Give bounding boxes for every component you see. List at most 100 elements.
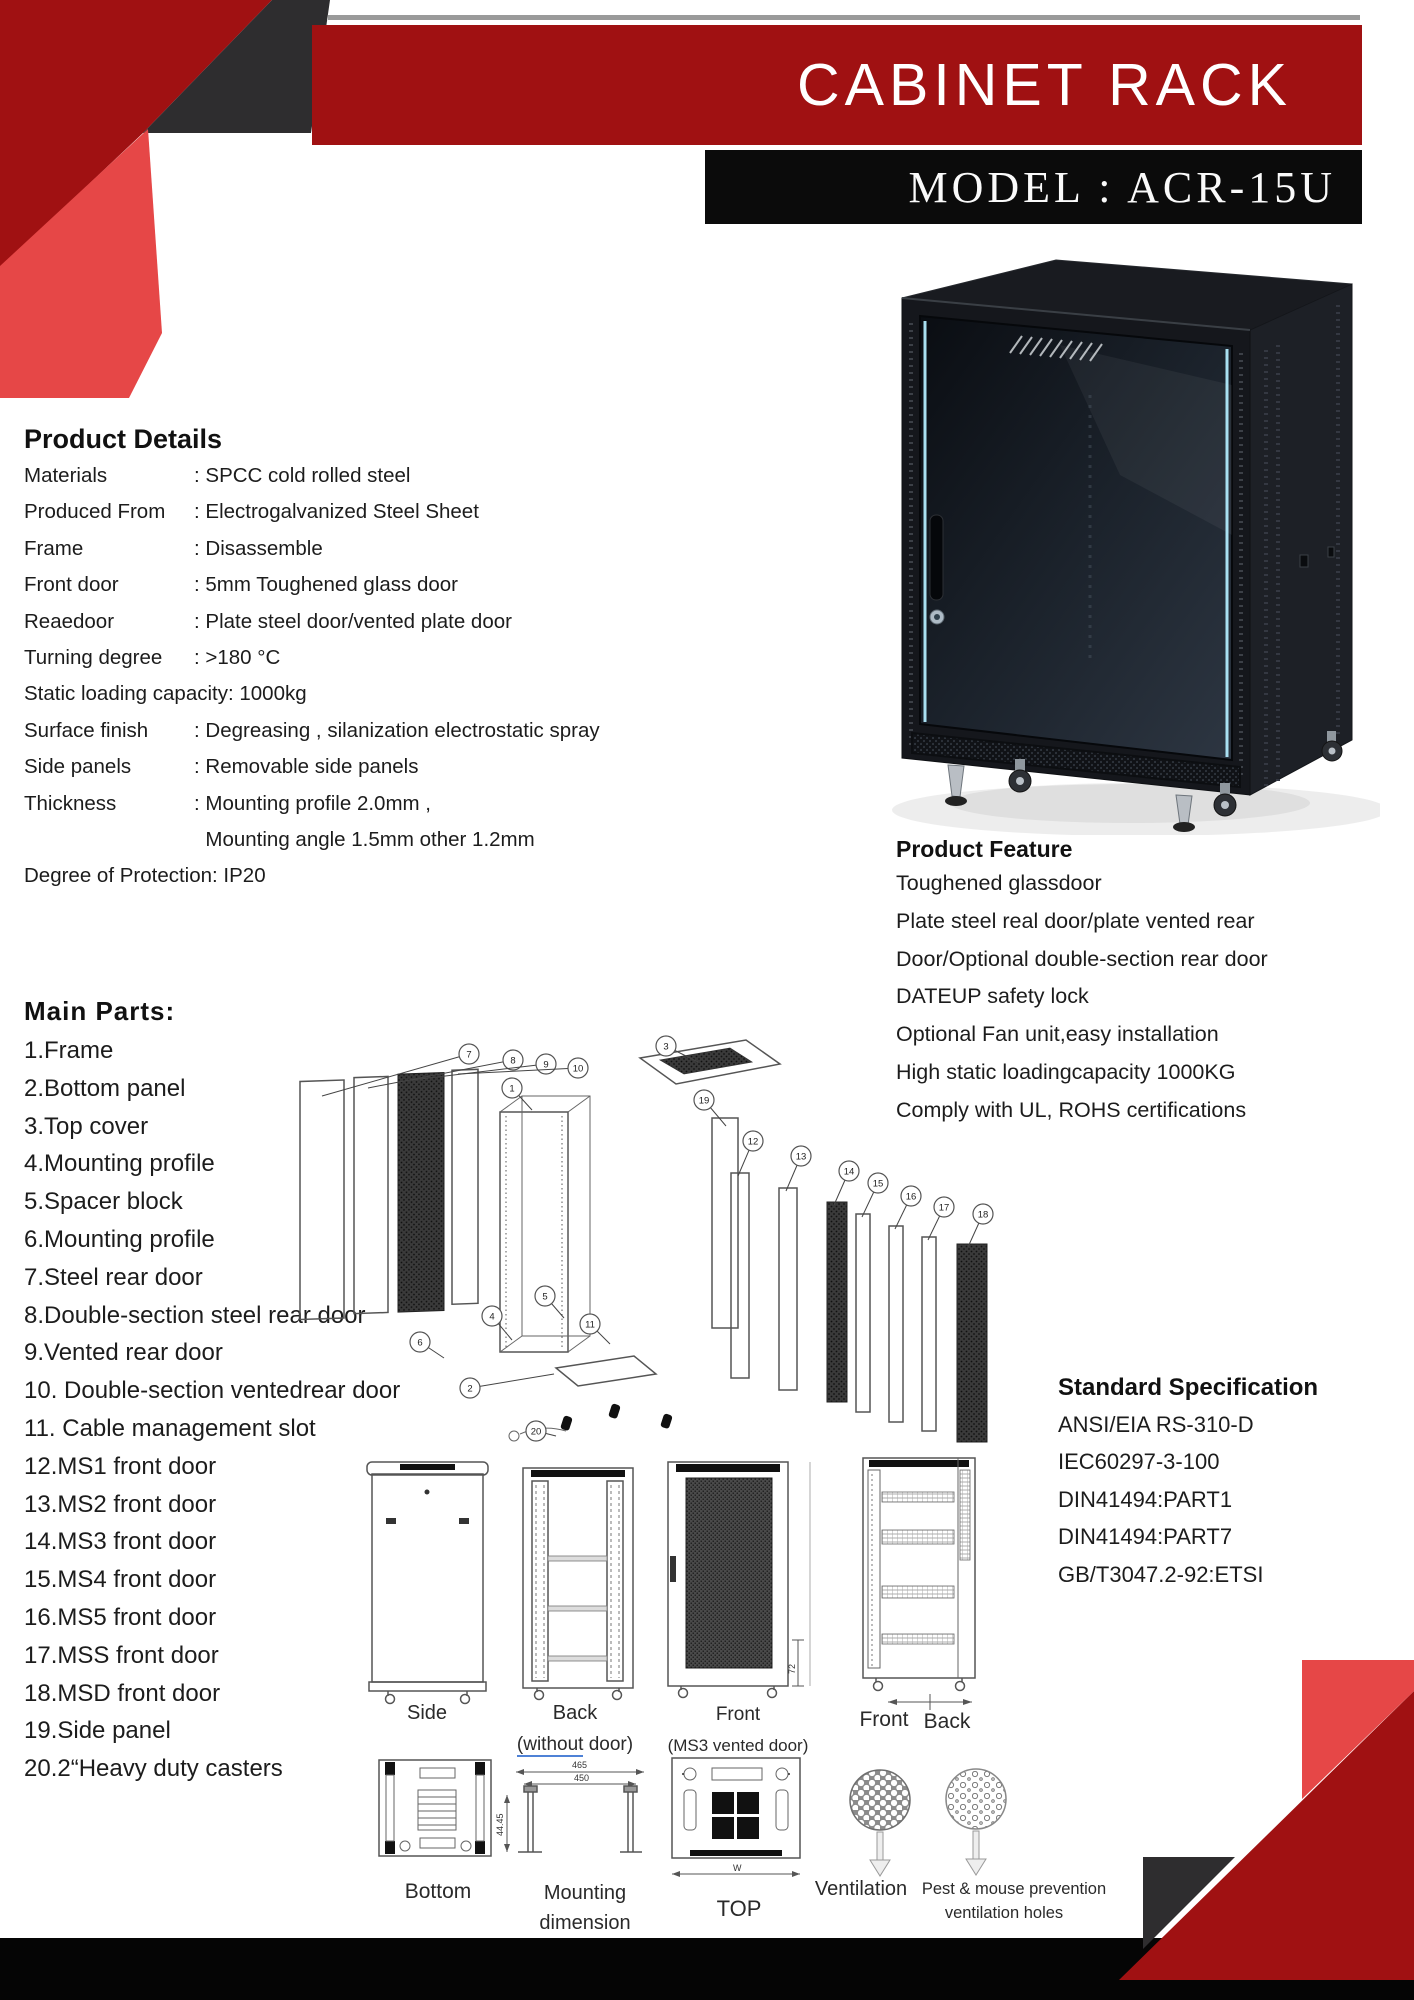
callout-circle <box>458 1043 480 1065</box>
spec-value: : Mounting profile 2.0mm , <box>194 791 431 815</box>
callout-circle <box>693 1089 715 1111</box>
spec-label <box>24 828 194 864</box>
spec-row: Front door : 5mm Toughened glass door <box>24 573 684 609</box>
back-sub-rest: door) <box>583 1734 634 1755</box>
callout-circle <box>409 1331 431 1353</box>
front-back-front-label: Front <box>859 1708 909 1731</box>
standard-line: ANSI/EIA RS-310-D <box>1058 1412 1254 1437</box>
spec-value: : Removable side panels <box>194 755 419 779</box>
spec-row: Turning degree : >180 °C <box>24 646 684 682</box>
spec-value: : Disassemble <box>194 536 323 560</box>
callout-leader-line <box>321 1053 470 1097</box>
part-list-item: 18.MSD front door <box>24 1679 221 1707</box>
callout-circle <box>579 1313 601 1335</box>
spec-row: Static loading capacity : 1000kg <box>24 682 684 718</box>
callout-number: 19 <box>699 1096 710 1107</box>
product-feature-lines: Toughened glassdoor Plate steel real doo… <box>896 871 1376 1136</box>
part-list-item: 11. Cable management slot <box>24 1414 316 1442</box>
ventilation-drawing <box>849 1769 911 1877</box>
callout-number: 4 <box>489 1312 494 1323</box>
callout-circle <box>900 1185 922 1207</box>
ventilation-label: Ventilation <box>814 1878 908 1900</box>
glass-reflection-hatch <box>1009 335 1103 362</box>
product-feature-section: Product Feature Toughened glassdoor Plat… <box>896 836 1376 1136</box>
standard-spec-heading: Standard Specification <box>1058 1374 1319 1401</box>
part-list-item: 7.Steel rear door <box>24 1263 203 1291</box>
part-list-item: 4.Mounting profile <box>24 1150 215 1178</box>
callout-number: 2 <box>467 1384 472 1395</box>
bottom-view-label: Bottom <box>404 1880 472 1903</box>
back-view-sublabel: (without door) <box>500 1734 650 1757</box>
callout-number: 9 <box>543 1060 548 1071</box>
callout-circle <box>655 1035 677 1057</box>
part-list-item: 1.Frame <box>24 1037 114 1064</box>
callout-circle <box>525 1420 547 1442</box>
mounting-label-line1: Mounting <box>543 1882 627 1904</box>
part-list-item: 15.MS4 front door <box>24 1566 217 1594</box>
charcoal-triangle <box>143 0 330 133</box>
part-list-item: 12.MS1 front door <box>24 1452 217 1480</box>
spec-value: : IP20 <box>212 864 266 888</box>
part-list-item: 13.MS2 front door <box>24 1490 217 1518</box>
depth-arrow <box>888 1694 972 1710</box>
standard-specification-section: Standard Specification ANSI/EIA RS-310-D… <box>1058 1374 1398 1599</box>
exploded-panels <box>299 1039 988 1443</box>
feature-line: Door/Optional double-section rear door <box>896 946 1268 971</box>
callout-circle <box>459 1377 481 1399</box>
mounting-dim-inner: 450 <box>574 1773 589 1783</box>
callout-number: 16 <box>906 1192 917 1203</box>
main-parts-heading: Main Parts: <box>24 996 176 1026</box>
callout-leader-line <box>367 1059 514 1089</box>
spec-label: Side panels <box>24 755 132 779</box>
standard-line: DIN41494:PART7 <box>1058 1524 1233 1550</box>
callout-leader-line <box>469 1373 555 1389</box>
cabinet-product-photo <box>892 259 1380 835</box>
title-banner: CABINET RACK <box>312 25 1362 145</box>
callout-number: 7 <box>466 1050 471 1061</box>
dark-red-triangle <box>0 0 272 268</box>
mounting-dim-side: 44.45 <box>495 1813 505 1836</box>
spec-value: : 5mm Toughened glass door <box>194 573 459 597</box>
spec-row: Surface finish : Degreasing , silanizati… <box>24 719 684 755</box>
back-sub-underlined: (without <box>516 1734 584 1757</box>
spec-row: Degree of Protection : IP20 <box>24 864 684 900</box>
bright-red-triangle <box>0 129 162 398</box>
spec-row: Reaedoor : Plate steel door/vented plate… <box>24 610 684 646</box>
front-height-dim: 72 <box>787 1664 797 1674</box>
part-list-item: 16.MS5 front door <box>24 1603 217 1631</box>
spec-label: Static loading capacity <box>24 682 228 706</box>
main-parts-list: 1.Frame 2.Bottom panel 3.Top cover 4.Mou… <box>24 1037 504 1793</box>
model-banner: MODEL : ACR-15U <box>705 150 1362 224</box>
spec-value: Mounting angle 1.5mm other 1.2mm <box>194 827 535 851</box>
standard-line: DIN41494:PART1 <box>1058 1486 1233 1512</box>
front-ms3-view-drawing: 72 <box>667 1461 811 1699</box>
feature-line: Comply with UL, ROHS certifications <box>896 1097 1247 1122</box>
spec-row: Mounting angle 1.5mm other 1.2mm <box>24 828 684 864</box>
side-view-label: Side <box>406 1702 448 1724</box>
part-list-item: 2.Bottom panel <box>24 1074 186 1102</box>
callout-number: 1 <box>509 1084 514 1095</box>
charcoal-corner-triangle <box>1143 1857 1235 1949</box>
spec-label: Reaedoor <box>24 609 115 633</box>
callout-circle <box>481 1305 503 1327</box>
callout-number: 20 <box>531 1427 542 1438</box>
bottom-view-drawing <box>378 1759 492 1857</box>
pest-holes-drawing <box>945 1768 1007 1876</box>
product-details-rows: Materials : SPCC cold rolled steel Produ… <box>24 464 684 901</box>
callout-number: 3 <box>663 1042 668 1053</box>
callout-number: 12 <box>748 1137 759 1148</box>
part-list-item: 20.2“Heavy duty casters <box>24 1755 283 1783</box>
bottom-right-decoration <box>1119 1660 1414 1980</box>
callout-number: 6 <box>417 1338 422 1349</box>
spec-row: Materials : SPCC cold rolled steel <box>24 464 684 500</box>
part-list-item: 8.Double-section steel rear door <box>24 1301 366 1329</box>
bright-red-corner-shape <box>1302 1660 1414 1799</box>
mounting-label-line2: dimension <box>539 1912 631 1934</box>
spec-row: Side panels : Removable side panels <box>24 755 684 791</box>
header-divider-line <box>328 15 1360 20</box>
part-list-item: 17.MSS front door <box>24 1641 219 1669</box>
mounting-dimension-drawing: 465 450 44.45 <box>495 1760 644 1853</box>
callout-leader-line <box>457 1067 579 1075</box>
